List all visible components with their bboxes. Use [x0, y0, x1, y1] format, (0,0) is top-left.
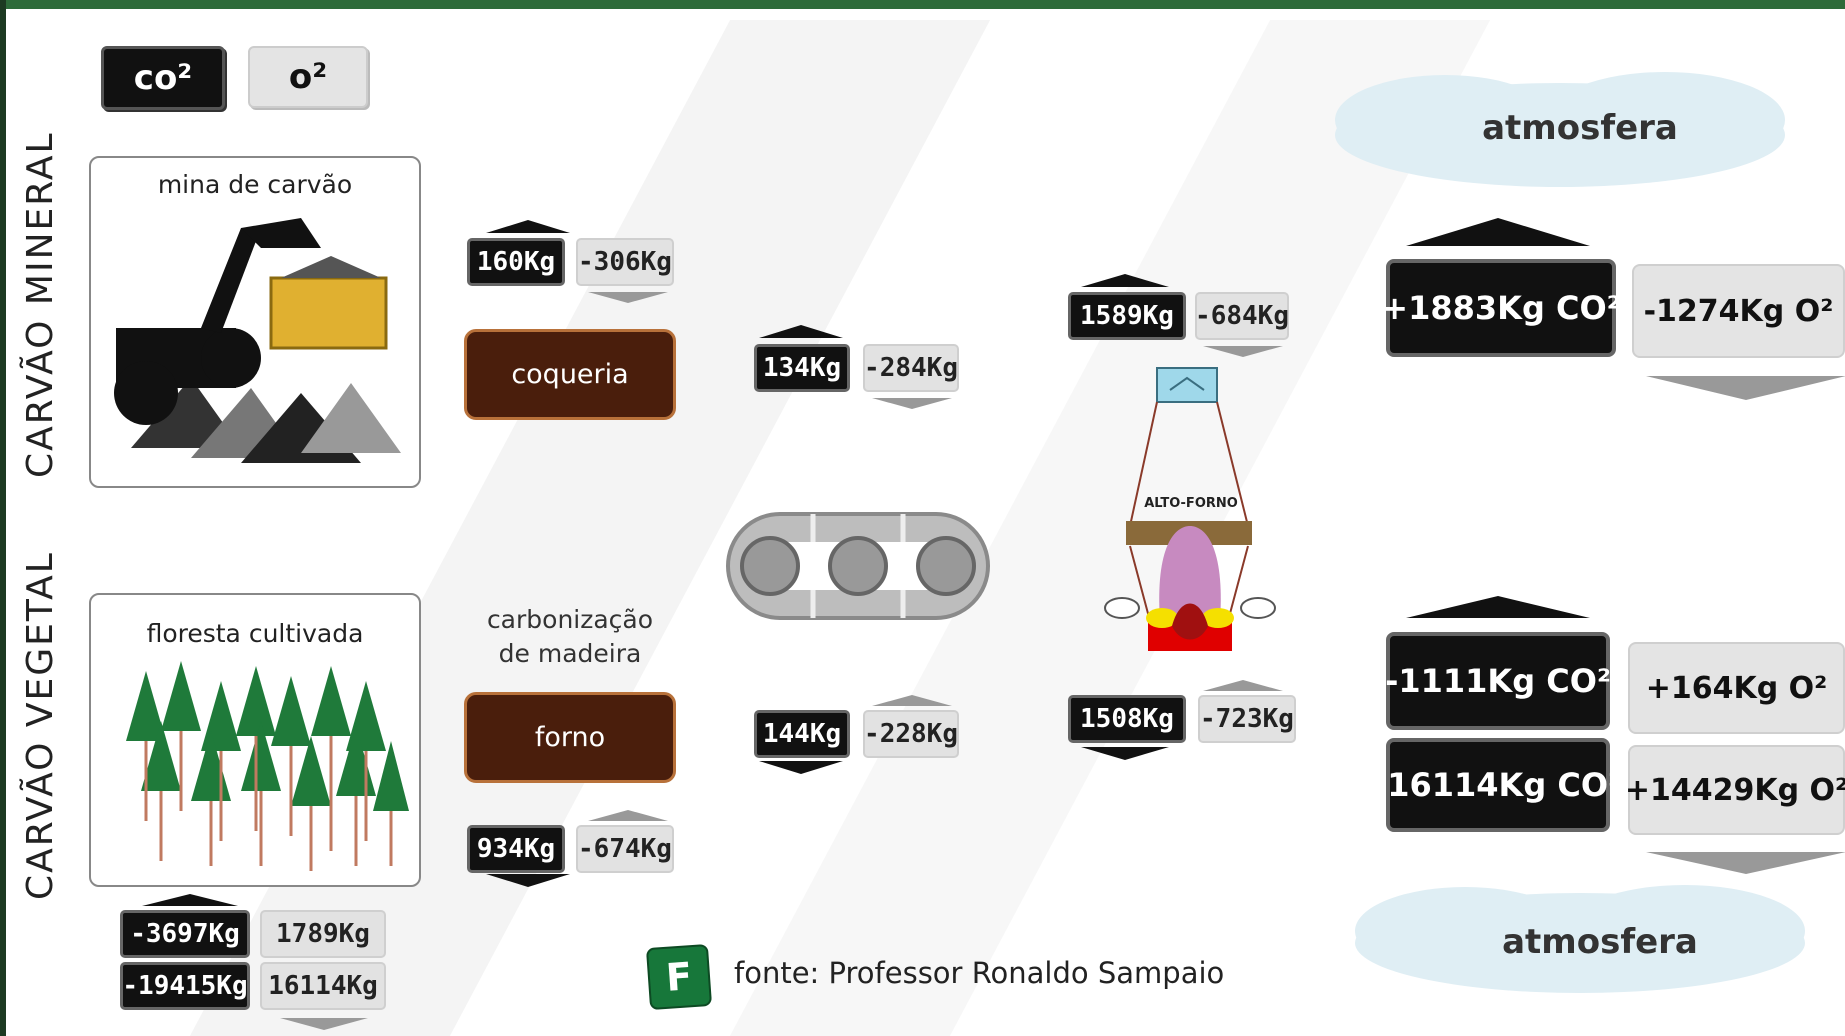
process-caption: carbonização de madeira — [486, 605, 654, 668]
coke-co2: 134Kg — [754, 344, 850, 392]
mine-panel: mina de carvão — [89, 156, 421, 488]
coqueria-co2: 160Kg — [467, 238, 565, 286]
blast-furnace-icon — [1104, 367, 1276, 651]
co2-up-arrow — [1406, 218, 1590, 246]
o2-down-arrow — [1646, 852, 1845, 874]
alto-bottom-co2: 1508Kg — [1068, 695, 1186, 743]
blast-furnace: ALTO-FORNO — [1100, 366, 1280, 676]
legend-o2: o² — [248, 46, 368, 108]
o2-down-arrow — [280, 1018, 368, 1030]
top-bar — [0, 0, 1845, 9]
forno-o2: -674Kg — [576, 825, 674, 873]
o2-down-arrow — [872, 398, 952, 409]
alto-top-o2: -684Kg — [1195, 292, 1289, 340]
process-coqueria: coqueria — [464, 329, 676, 420]
co2-up-arrow — [1081, 274, 1169, 287]
co2-down-arrow — [759, 761, 843, 774]
mineral-o2-total: -1274Kg O² — [1632, 264, 1845, 358]
co2-up-arrow — [759, 325, 843, 338]
mineral-co2-total: +1883Kg CO² — [1381, 259, 1621, 357]
vegetal-o2-total-a: +164Kg O² — [1628, 642, 1845, 734]
forest-co2-b: -19415Kg — [120, 962, 250, 1010]
o2-down-arrow — [1646, 376, 1845, 400]
furnace-label: ALTO-FORNO — [1144, 496, 1238, 511]
forest-co2-a: -3697Kg — [120, 910, 250, 958]
alto-top-co2: 1589Kg — [1068, 292, 1186, 340]
o2-up-arrow — [1203, 680, 1283, 691]
logo-icon: F — [645, 943, 713, 1011]
excavator-icon — [114, 218, 401, 463]
charcoal-co2: 144Kg — [754, 710, 850, 758]
section-label-vegetal: CARVÃO VEGETAL — [20, 551, 61, 900]
forest-o2-a: 1789Kg — [260, 910, 386, 958]
alto-bottom-o2: -723Kg — [1198, 695, 1296, 743]
o2-down-arrow — [1203, 346, 1283, 357]
section-label-mineral: CARVÃO MINERAL — [20, 131, 61, 479]
atmosphere-top: atmosfera — [1482, 108, 1678, 148]
forest-panel: floresta cultivada — [89, 593, 421, 887]
cloud-top — [1335, 72, 1785, 187]
left-edge — [0, 0, 6, 1036]
source-credit: fonte: Professor Ronaldo Sampaio — [734, 956, 1225, 990]
co2-up-arrow — [486, 220, 570, 233]
atmosphere-bottom: atmosfera — [1502, 922, 1698, 962]
legend-co2: co² — [101, 46, 225, 110]
forest-o2-b: 16114Kg — [260, 962, 386, 1010]
co2-up-arrow — [1406, 596, 1590, 618]
coqueria-o2: -306Kg — [576, 238, 674, 286]
co2-down-arrow — [1081, 747, 1169, 760]
o2-up-arrow — [588, 810, 668, 821]
cloud-bottom — [1355, 885, 1805, 993]
vegetal-co2-total-b: -16114Kg CO² — [1374, 738, 1622, 832]
forest-icon — [126, 661, 409, 871]
mine-title: mina de carvão — [157, 170, 353, 199]
coke-o2: -284Kg — [863, 344, 959, 392]
process-forno: forno — [464, 692, 676, 783]
conveyor-icon — [726, 512, 990, 620]
o2-down-arrow — [588, 292, 668, 303]
o2-up-arrow — [872, 695, 952, 706]
co2-down-arrow — [486, 874, 570, 887]
forest-title: floresta cultivada — [146, 619, 364, 648]
forno-co2: 934Kg — [467, 825, 565, 873]
charcoal-o2: -228Kg — [863, 710, 959, 758]
vegetal-o2-total-b: +14429Kg O² — [1625, 745, 1845, 835]
co2-up-arrow — [142, 894, 238, 906]
vegetal-co2-total-a: -1111Kg CO² — [1385, 632, 1611, 730]
